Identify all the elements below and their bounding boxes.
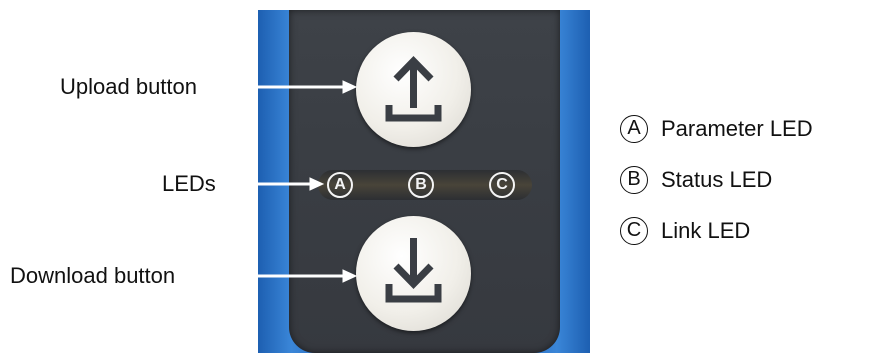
legend-label: Parameter LED — [661, 116, 813, 141]
legend-marker-c: C — [620, 217, 648, 245]
legend-label: Link LED — [661, 218, 751, 243]
upload-icon — [385, 55, 442, 122]
led-a: A — [327, 172, 353, 198]
upload-arrowhead — [342, 80, 358, 94]
led-b: B — [408, 172, 434, 198]
legend-label: Status LED — [661, 167, 773, 192]
led-c: C — [489, 172, 515, 198]
leds-arrowhead — [309, 177, 325, 191]
download-arrowhead — [342, 269, 358, 283]
legend-marker-b: B — [620, 166, 648, 194]
legend-marker-a: A — [620, 115, 648, 143]
upload-button-label: Upload button — [60, 74, 197, 99]
download-button-label: Download button — [10, 263, 176, 288]
leds-label: LEDs — [162, 171, 216, 196]
download-icon — [385, 238, 442, 303]
upload-button[interactable] — [356, 32, 471, 147]
download-button[interactable] — [356, 216, 471, 331]
